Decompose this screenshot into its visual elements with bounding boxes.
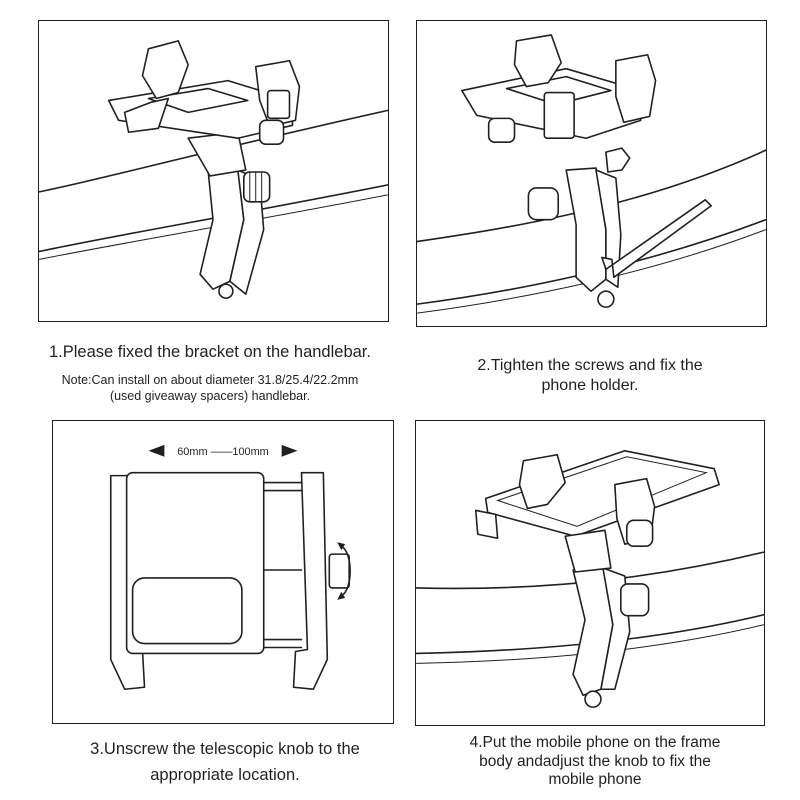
hex-key-icon	[601, 199, 713, 279]
mobile-phone	[484, 450, 720, 538]
telescopic-knob	[258, 119, 285, 145]
clamp-screw	[597, 290, 615, 308]
step-1-illustration	[38, 20, 389, 322]
dimension-label: 60mm ——100mm	[177, 446, 269, 458]
step-2-illustration	[416, 20, 767, 327]
tighten-screws-drawing	[417, 34, 766, 314]
right-jaw	[292, 471, 329, 691]
left-claw	[513, 34, 562, 88]
step-2-caption: 2.Tighten the screws and fix the phone h…	[410, 356, 770, 396]
caption-line-1: 2.Tighten the screws and fix the	[477, 357, 703, 374]
caption-line-2: phone holder.	[541, 377, 639, 394]
clamp-knob	[527, 187, 560, 221]
clamp-screw	[218, 283, 234, 299]
right-claw	[615, 53, 657, 124]
caption-line-1: 3.Unscrew the telescopic knob to the	[90, 740, 360, 758]
telescopic-knob	[328, 553, 350, 589]
step-1-note: Note:Can install on about diameter 31.8/…	[30, 372, 390, 405]
telescopic-knob-drawing: 60mm ——100mm	[109, 444, 351, 691]
bracket-on-handlebar-drawing	[39, 40, 388, 299]
step-1-caption: 1.Please fixed the bracket on the handle…	[49, 343, 371, 361]
handlebar-bottom-edge	[39, 184, 388, 253]
telescopic-knob	[625, 519, 654, 547]
phone-mounted-drawing	[416, 450, 764, 708]
clamp-screw	[584, 690, 602, 708]
caption-line-2: appropriate location.	[150, 765, 300, 784]
star-knob	[605, 147, 631, 173]
telescopic-knob	[487, 117, 516, 143]
step-3-caption: 3.Unscrew the telescopic knob to the app…	[40, 737, 410, 788]
arrow-left-icon	[148, 444, 165, 457]
note-line-1: Note:Can install on about diameter 31.8/…	[61, 373, 359, 387]
clamp-knob	[243, 171, 271, 203]
left-claw	[518, 453, 566, 510]
handlebar-top-edge	[416, 551, 764, 590]
arrow-right-icon	[281, 444, 298, 457]
clamp-knob	[620, 583, 650, 617]
caption-line-1: 4.Put the mobile phone on the frame	[469, 734, 721, 751]
handlebar-top-edge	[39, 109, 388, 193]
step-4-illustration	[415, 420, 765, 726]
caption-line-3: mobile phone	[548, 771, 642, 789]
rotate-arrow-icon	[340, 545, 351, 597]
note-line-2: (used giveaway spacers) handlebar.	[109, 389, 311, 404]
handlebar-top-edge	[417, 149, 766, 243]
left-claw	[141, 40, 189, 100]
caption-line-2: body andadjust the knob to fix the	[479, 752, 711, 770]
step-4-caption: 4.Put the mobile phone on the frame body…	[410, 734, 780, 790]
step-3-illustration: 60mm ——100mm	[52, 420, 394, 724]
